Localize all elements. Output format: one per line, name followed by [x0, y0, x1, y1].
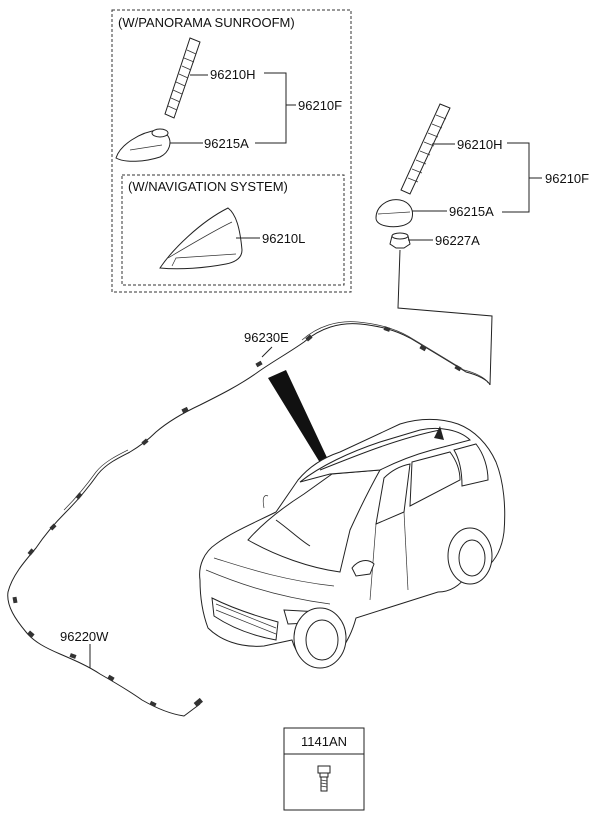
panorama-sunroof-box: (W/PANORAMA SUNROOFM) 96210H 96210F 9621… — [111, 9, 352, 293]
antenna-rod-icon — [400, 103, 451, 195]
label-96220W: 96220W — [60, 629, 109, 644]
label-96230E: 96230E — [244, 330, 289, 345]
feed-cable-96220W: 96220W — [7, 449, 203, 717]
label-96215A-roof: 96215A — [449, 204, 494, 219]
label-96210L: 96210L — [262, 231, 305, 246]
navigation-box-title: (W/NAVIGATION SYSTEM) — [128, 179, 288, 194]
label-96210F-roof: 96210F — [545, 171, 589, 186]
mounting-nut-icon — [389, 232, 411, 249]
label-96215A-panorama: 96215A — [204, 136, 249, 151]
antenna-base-icon — [375, 199, 413, 228]
label-96227A: 96227A — [435, 233, 480, 248]
location-pointer-icon — [268, 370, 330, 466]
roof-cable-96230E: 96230E — [129, 321, 491, 453]
roof-antenna-group: 96210H 96210F 96215A 96227A — [375, 103, 589, 386]
label-96210H-roof: 96210H — [457, 137, 503, 152]
antenna-rod-icon — [164, 37, 201, 119]
antenna-base-icon — [115, 128, 171, 162]
label-96210H-panorama: 96210H — [210, 67, 256, 82]
suv-vehicle-illustration — [199, 419, 506, 669]
navigation-system-box: (W/NAVIGATION SYSTEM) 96210L — [121, 174, 345, 286]
bolt-icon — [317, 765, 331, 792]
part-table-header: 1141AN — [301, 734, 347, 749]
label-96210F-panorama: 96210F — [298, 98, 342, 113]
panorama-box-title: (W/PANORAMA SUNROOFM) — [118, 15, 295, 30]
shark-fin-antenna-icon — [159, 207, 243, 270]
part-table-1141AN: 1141AN — [283, 727, 365, 811]
